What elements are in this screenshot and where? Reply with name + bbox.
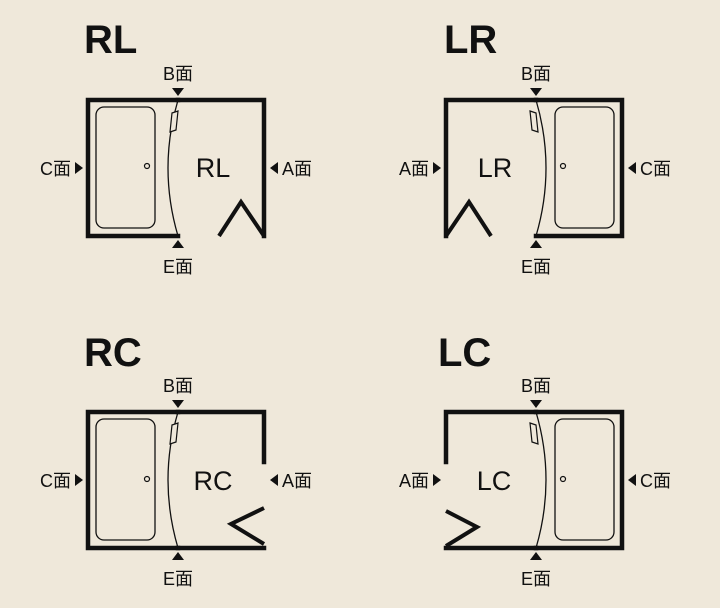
door-swing (444, 198, 493, 238)
face-left: A面 (399, 159, 429, 179)
bathtub (95, 106, 156, 229)
arrow-top (172, 88, 184, 96)
faucet (169, 110, 179, 133)
room-walls (85, 97, 267, 239)
face-top: B面 (163, 376, 193, 396)
face-left: C面 (40, 471, 71, 491)
room-walls (443, 97, 625, 239)
face-right: A面 (282, 471, 312, 491)
arrow-left (433, 474, 441, 486)
tub-drain (559, 162, 567, 170)
center-label: RC (194, 466, 233, 496)
layout-rl: RL RL B面 E面 C面 A面 (40, 18, 312, 277)
face-right: A面 (282, 159, 312, 179)
partition-curve (535, 411, 547, 549)
arrow-bottom (172, 552, 184, 560)
face-top: B面 (163, 64, 193, 84)
arrow-top (530, 400, 542, 408)
room-walls (85, 409, 267, 551)
tub-drain (559, 475, 567, 483)
partition-curve (535, 99, 547, 237)
face-right: C面 (640, 471, 671, 491)
room-walls (443, 409, 625, 551)
arrow-left (75, 162, 83, 174)
arrow-bottom (172, 240, 184, 248)
faucet (529, 110, 539, 133)
bathtub (554, 418, 615, 541)
face-top: B面 (521, 64, 551, 84)
arrow-bottom (530, 552, 542, 560)
face-left: A面 (399, 471, 429, 491)
arrow-bottom (530, 240, 542, 248)
door-swing (226, 506, 266, 546)
center-label: LR (478, 153, 513, 183)
bathtub (95, 418, 156, 541)
layout-title: RL (84, 18, 137, 62)
tub-drain (143, 162, 151, 170)
layout-lc: LC LC B面 E面 A面 C面 (399, 331, 671, 589)
faucet (169, 422, 179, 445)
faucet (529, 422, 539, 445)
face-bottom: E面 (163, 257, 193, 277)
face-top: B面 (521, 376, 551, 396)
face-left: C面 (40, 159, 71, 179)
face-bottom: E面 (521, 257, 551, 277)
face-right: C面 (640, 159, 671, 179)
arrow-left (75, 474, 83, 486)
arrow-top (530, 88, 542, 96)
layout-title: RC (84, 331, 142, 375)
center-label: LC (477, 466, 512, 496)
arrow-top (172, 400, 184, 408)
arrow-right (270, 474, 278, 486)
tub-drain (143, 475, 151, 483)
face-bottom: E面 (521, 569, 551, 589)
door-swing (444, 509, 482, 548)
layout-title: LR (444, 18, 497, 62)
center-label: RL (196, 153, 231, 183)
bathtub (554, 106, 615, 229)
door-swing (217, 198, 266, 238)
arrow-right (628, 162, 636, 174)
arrow-left (433, 162, 441, 174)
arrow-right (270, 162, 278, 174)
layout-rc: RC RC B面 E面 C面 A面 (40, 331, 312, 589)
layout-title: LC (438, 331, 491, 375)
face-bottom: E面 (163, 569, 193, 589)
arrow-right (628, 474, 636, 486)
layout-lr: LR LR B面 E面 A面 C面 (399, 18, 671, 277)
